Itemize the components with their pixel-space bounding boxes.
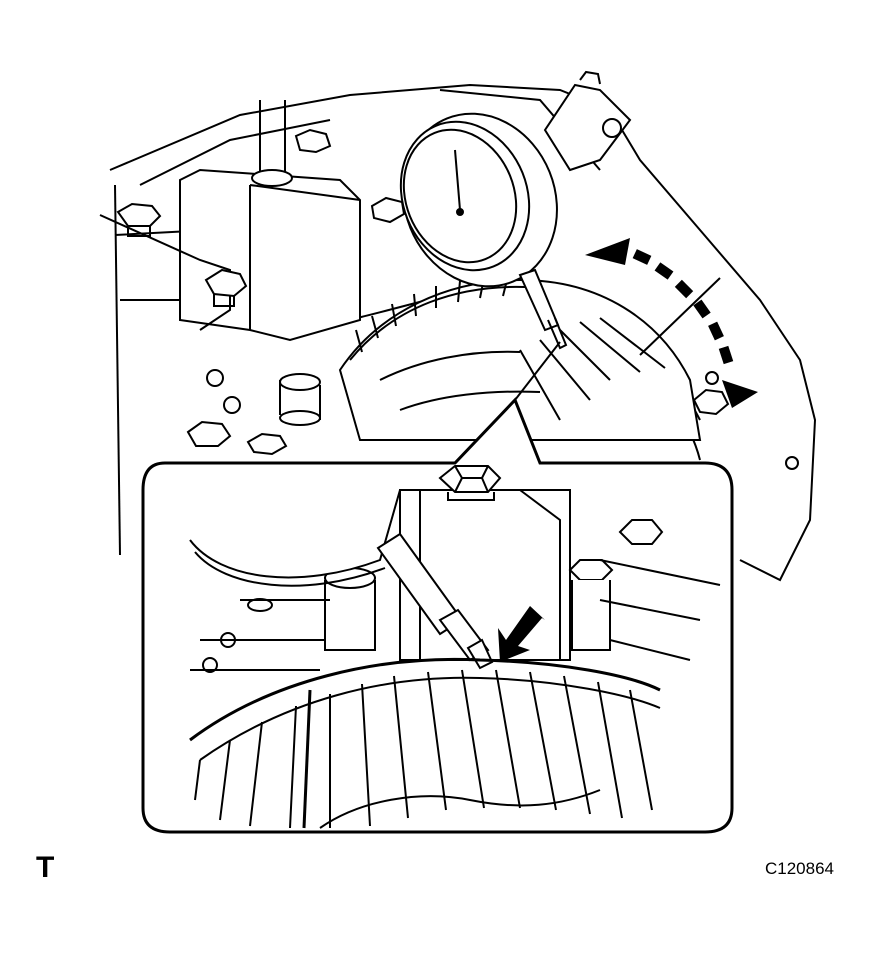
contact-point-arrow-icon <box>498 606 545 662</box>
corner-mark: T <box>36 851 55 884</box>
differential-housing <box>100 85 815 580</box>
dial-indicator-icon <box>377 72 630 348</box>
ring-gear-icon <box>340 276 700 440</box>
figure-id: C120864 <box>765 859 835 878</box>
inset-ring-gear <box>190 659 660 828</box>
rotation-arrow-icon <box>585 238 758 408</box>
callout-leader-line <box>640 278 720 355</box>
